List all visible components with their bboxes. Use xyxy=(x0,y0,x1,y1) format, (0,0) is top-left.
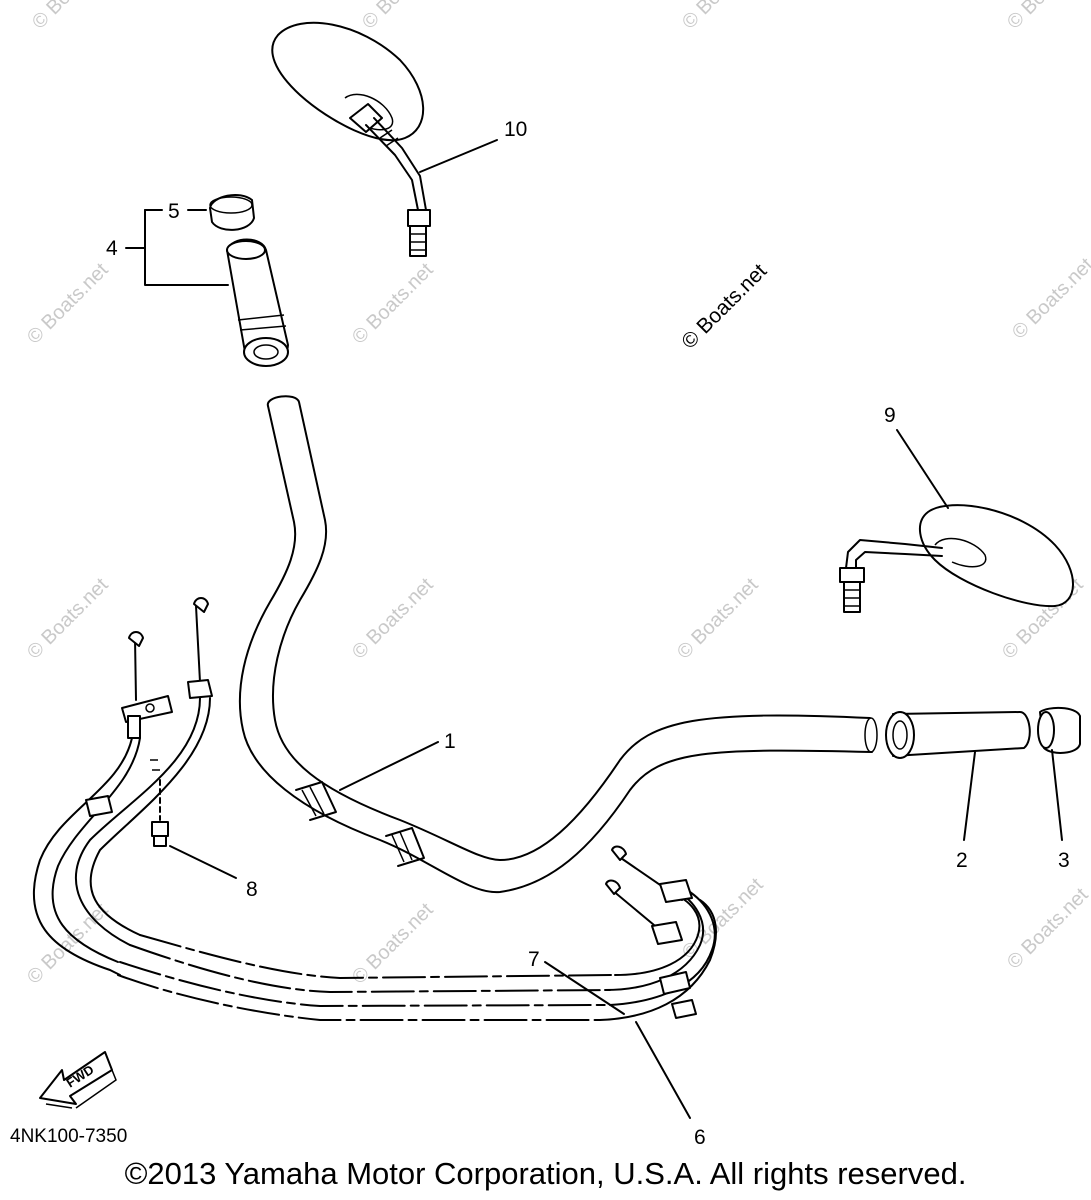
watermark: © Boats.net xyxy=(678,874,768,964)
watermark: © Boats.net xyxy=(1008,254,1091,344)
watermark: © Boats.net xyxy=(23,259,113,349)
cables-right xyxy=(599,845,717,1021)
mirror-left xyxy=(271,21,431,257)
grip-right xyxy=(885,706,1081,759)
cables-left xyxy=(32,597,616,1021)
watermark: © Boats.net xyxy=(358,0,448,34)
callout-9: 9 xyxy=(884,404,896,427)
watermark: © Boats.net xyxy=(1003,0,1091,34)
leader-lines xyxy=(169,139,1063,1119)
watermark-main: © Boats.net xyxy=(677,259,771,353)
watermark: © Boats.net xyxy=(348,574,438,664)
callout-6: 6 xyxy=(694,1126,706,1149)
callout-2: 2 xyxy=(956,849,968,872)
part-code: 4NK100-7350 xyxy=(10,1126,127,1147)
callout-1: 1 xyxy=(444,730,456,753)
watermark: © Boats.net xyxy=(673,574,763,664)
watermark: © Boats.net xyxy=(28,0,118,34)
grip-left xyxy=(209,193,289,367)
mirror-right xyxy=(839,504,1074,613)
watermark: © Boats.net xyxy=(348,259,438,349)
watermark: © Boats.net xyxy=(678,0,768,34)
callout-5: 5 xyxy=(168,200,180,223)
bracket-4-5 xyxy=(125,209,229,286)
copyright-notice: ©2013 Yamaha Motor Corporation, U.S.A. A… xyxy=(124,1156,967,1191)
callout-4: 4 xyxy=(106,237,118,260)
watermark: © Boats.net xyxy=(23,574,113,664)
watermark-group: © Boats.net © Boats.net © Boats.net © Bo… xyxy=(23,0,1091,989)
fwd-arrow: FWD xyxy=(39,1051,117,1109)
handlebar xyxy=(238,395,878,894)
callout-3: 3 xyxy=(1058,849,1070,872)
watermark: © Boats.net xyxy=(1003,884,1091,974)
callout-8: 8 xyxy=(246,878,258,901)
callout-labels: 1 2 3 4 5 6 7 8 9 10 xyxy=(106,118,1070,1149)
callout-10: 10 xyxy=(504,118,527,141)
watermark: © Boats.net xyxy=(348,899,438,989)
callout-7: 7 xyxy=(528,948,540,971)
